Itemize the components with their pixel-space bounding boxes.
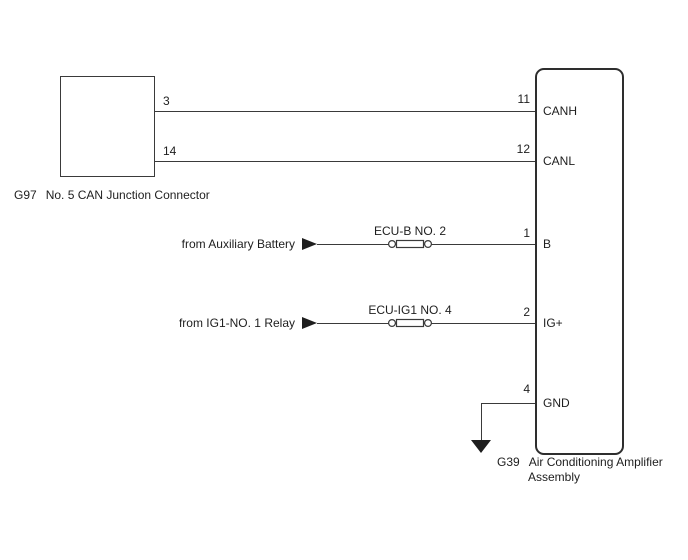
wire-canh [154,111,535,112]
signal-label-gnd: GND [543,396,570,410]
pin-number-ig: 2 [523,305,530,319]
fuse-label-ecu-b: ECU-B NO. 2 [373,224,446,238]
pin-number-gnd: 4 [523,382,530,396]
amplifier-label-line1: G39 Air Conditioning Amplifier [497,455,663,470]
amplifier-label-line2: Assembly [528,470,581,484]
amplifier-label: G39 Air Conditioning Amplifier Assembly [497,455,663,485]
ground-icon [471,440,491,453]
pin-number-canl-to: 12 [516,142,530,156]
signal-label-canl: CANL [543,154,576,168]
wire-gnd-vertical [481,403,482,440]
junction-connector-name: No. 5 CAN Junction Connector [45,188,210,202]
signal-label-b: B [543,237,552,251]
amplifier-name: Air Conditioning Amplifier [528,455,663,469]
pin-number-canl-from: 14 [163,144,177,158]
signal-label-ig: IG+ [543,316,563,330]
pin-number-canh-to: 11 [517,92,530,106]
flow-arrow-icon [302,238,317,250]
signal-label-canh: CANH [543,104,578,118]
amplifier-box [535,68,624,455]
fuse-icon [387,239,432,249]
pin-number-b: 1 [523,226,530,240]
junction-connector-label: G97 No. 5 CAN Junction Connector [14,188,210,202]
flow-arrow-icon [302,317,317,329]
junction-connector-code: G97 [14,188,37,202]
fuse-label-ecu-ig1: ECU-IG1 NO. 4 [368,303,452,317]
source-label-ig1-relay: from IG1-NO. 1 Relay [178,316,295,330]
wire-canl [154,161,535,162]
fuse-icon [387,318,432,328]
junction-connector-box [60,76,155,177]
amplifier-code: G39 [497,455,520,469]
wire-gnd-horizontal [481,403,535,404]
pin-number-canh-from: 3 [163,94,170,108]
source-label-aux-battery: from Auxiliary Battery [181,237,295,251]
